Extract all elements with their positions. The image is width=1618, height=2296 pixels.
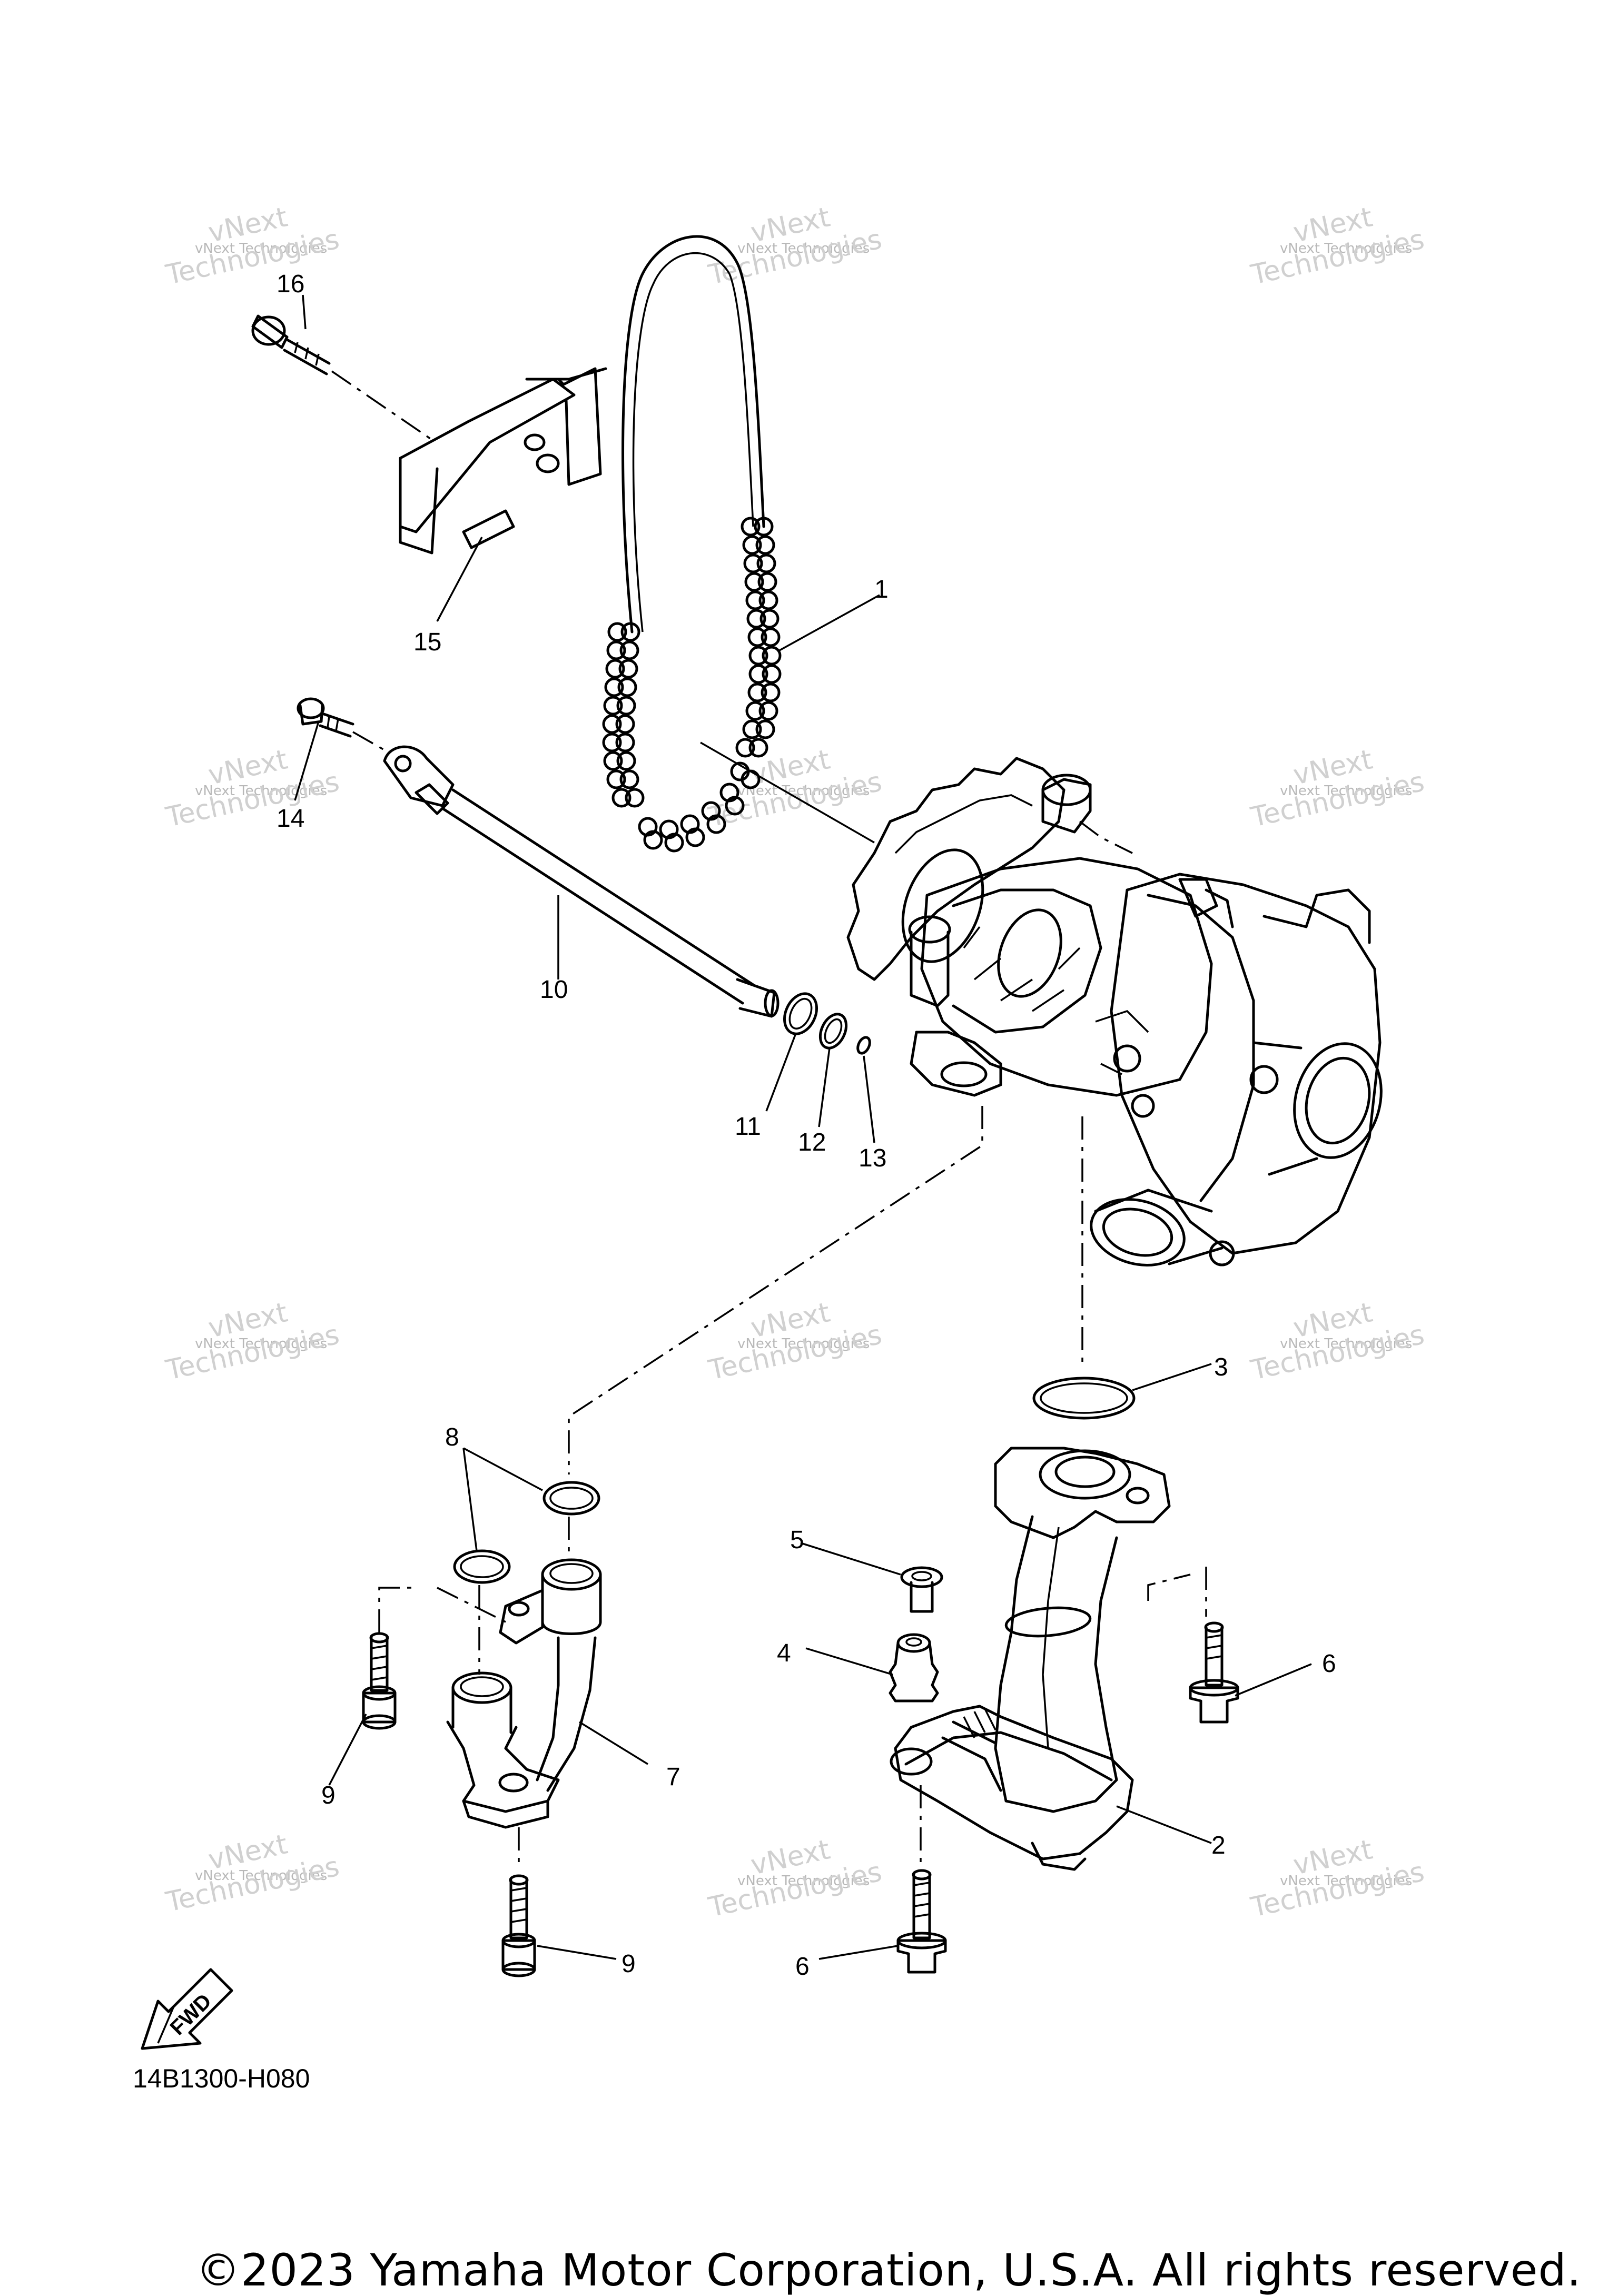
watermark: vNext Technologies Technologies vNext <box>705 201 884 291</box>
copyright-notice: ©2023 Yamaha Motor Corporation, U.S.A. A… <box>196 2244 1582 2296</box>
watermark: vNext Technologies Technologies vNext <box>163 1297 342 1386</box>
part-9-bolt-upper <box>362 1587 506 1730</box>
chain-links-left <box>602 622 645 808</box>
callout-4: 4 <box>777 1639 791 1667</box>
svg-text:vNext Technologies: vNext Technologies <box>1280 783 1412 799</box>
part-7-oil-pipe-joint <box>446 1558 602 1864</box>
callout-5: 5 <box>790 1526 804 1554</box>
svg-text:vNext Technologies: vNext Technologies <box>737 783 870 799</box>
part-3-o-ring <box>1032 1377 1136 1420</box>
callout-8: 8 <box>445 1423 459 1451</box>
diagram-code: 14B1300-H080 <box>133 2064 310 2093</box>
part-1-drive-chain <box>602 235 875 853</box>
callout-15: 15 <box>413 628 441 656</box>
watermark: vNext Technologies Technologies vNext <box>1248 1297 1427 1386</box>
svg-text:vNext Technologies: vNext Technologies <box>737 1336 870 1352</box>
part-12-o-ring <box>818 1013 848 1050</box>
callout-14: 14 <box>277 805 304 833</box>
watermark: vNext Technologies Technologies vNext <box>1248 744 1427 833</box>
callout-12: 12 <box>798 1129 826 1156</box>
part-5-collar <box>900 1566 943 1613</box>
svg-text:vNext Technologies: vNext Technologies <box>1280 1336 1412 1352</box>
callout-16: 16 <box>277 270 304 298</box>
part-13-o-ring <box>856 1036 871 1055</box>
callout-6-bottom: 6 <box>795 1953 810 1981</box>
watermark: vNext Technologies Technologies vNext <box>705 1834 884 1923</box>
svg-text:vNext Technologies: vNext Technologies <box>195 1336 327 1352</box>
leader-lines <box>294 294 1312 1960</box>
part-10-oil-pipe <box>383 745 780 1018</box>
watermark: vNext Technologies Technologies vNext <box>163 1828 342 1918</box>
callout-numbers: 1 2 3 4 5 6 6 7 8 9 9 10 11 12 13 14 15 … <box>277 270 1336 1981</box>
part-6-flange-bolt-right <box>1189 1621 1239 1724</box>
part-4-damper <box>889 1633 939 1703</box>
part-6-flange-bolt-bottom <box>896 1869 947 1974</box>
callout-9-upper: 9 <box>321 1782 336 1809</box>
watermark: vNext Technologies Technologies vNext <box>163 744 342 833</box>
watermark-layer: vNext Technologies Technologies vNext vN… <box>163 201 1427 1923</box>
part-14-bolt <box>297 697 390 754</box>
part-2-oil-strainer <box>890 1447 1207 1871</box>
svg-text:vNext Technologies: vNext Technologies <box>737 241 870 256</box>
callout-2: 2 <box>1211 1832 1226 1859</box>
callout-1: 1 <box>874 576 889 603</box>
part-8-o-ring-upper <box>542 1481 600 1516</box>
oil-pump-assembly <box>568 757 1383 1474</box>
chain-links-right <box>735 517 782 758</box>
callout-11: 11 <box>735 1113 761 1141</box>
watermark: vNext Technologies Technologies vNext <box>163 201 342 291</box>
callout-7: 7 <box>666 1763 680 1791</box>
callout-6-right: 6 <box>1322 1650 1336 1678</box>
part-11-o-ring <box>783 992 818 1035</box>
svg-text:vNext Technologies: vNext Technologies <box>195 1868 327 1884</box>
part-16-bolt <box>251 314 432 441</box>
svg-text:vNext Technologies: vNext Technologies <box>195 241 327 256</box>
watermark: vNext Technologies Technologies vNext <box>1248 1834 1427 1923</box>
callout-13: 13 <box>859 1144 886 1172</box>
chain-links-bottom <box>638 761 761 853</box>
callout-3: 3 <box>1214 1353 1228 1381</box>
svg-text:vNext Technologies: vNext Technologies <box>737 1873 870 1889</box>
part-8-o-ring-lower <box>453 1549 511 1584</box>
svg-text:vNext Technologies: vNext Technologies <box>195 783 327 799</box>
fwd-arrow-icon: FWD <box>141 1968 233 2050</box>
watermark: vNext Technologies Technologies vNext <box>705 744 884 833</box>
svg-text:vNext Technologies: vNext Technologies <box>1280 1873 1412 1889</box>
callout-10: 10 <box>540 976 568 1004</box>
part-15-chain-guide <box>399 367 607 555</box>
svg-text:vNext Technologies: vNext Technologies <box>1280 241 1412 256</box>
part-9-bolt-lower <box>501 1874 536 1977</box>
watermark: vNext Technologies Technologies vNext <box>1248 201 1427 291</box>
callout-9-lower: 9 <box>621 1950 636 1978</box>
